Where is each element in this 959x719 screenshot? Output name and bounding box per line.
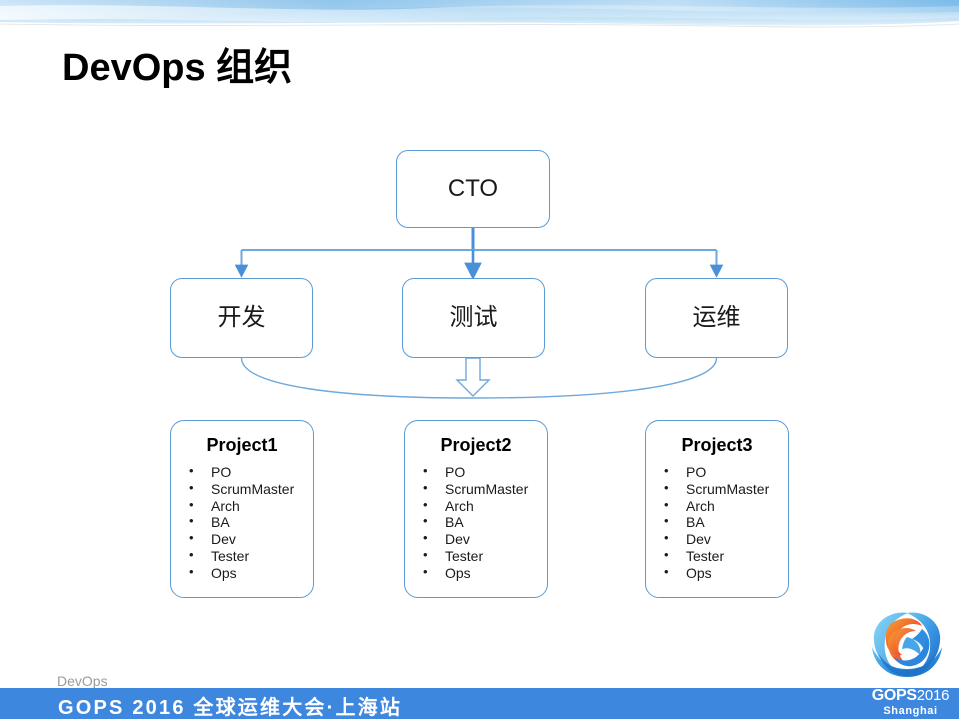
org-node-cto-label: CTO: [447, 175, 499, 202]
gops-logo-city: Shanghai: [883, 704, 938, 717]
project-role-list: PO ScrumMaster Arch BA Dev Tester Ops: [171, 463, 313, 582]
project-card-title: Project1: [206, 435, 278, 455]
project-role-item: Ops: [662, 564, 788, 582]
org-node-operations[interactable]: 运维: [645, 278, 788, 358]
footer-bar: [0, 688, 959, 719]
project-role-item: Ops: [421, 564, 547, 582]
org-node-development[interactable]: 开发: [170, 278, 313, 358]
project-role-item: PO: [421, 463, 547, 481]
project-role-list: PO ScrumMaster Arch BA Dev Tester Ops: [405, 463, 547, 582]
project-role-item: ScrumMaster: [187, 480, 313, 498]
header-wave-banner: [0, 0, 959, 32]
project-card[interactable]: Project3 PO ScrumMaster Arch BA Dev Test…: [645, 420, 789, 598]
project-role-item: BA: [187, 513, 313, 531]
project-role-item: ScrumMaster: [662, 480, 788, 498]
project-role-item: PO: [662, 463, 788, 481]
project-role-item: BA: [421, 513, 547, 531]
project-card[interactable]: Project1 PO ScrumMaster Arch BA Dev Test…: [170, 420, 314, 598]
project-role-item: Dev: [187, 530, 313, 548]
gops-logo-text: GOPS2016 Shanghai: [862, 687, 959, 717]
project-role-item: ScrumMaster: [421, 480, 547, 498]
gops-logo-brand: GOPS: [871, 687, 917, 704]
project-role-item: Arch: [421, 497, 547, 515]
page-title: DevOps 组织: [62, 47, 293, 89]
org-node-testing[interactable]: 测试: [402, 278, 545, 358]
project-card-title: Project3: [681, 435, 753, 455]
project-role-item: BA: [662, 513, 788, 531]
project-role-list: PO ScrumMaster Arch BA Dev Tester Ops: [646, 463, 788, 582]
project-role-item: Arch: [187, 497, 313, 515]
project-role-item: Dev: [421, 530, 547, 548]
footer-watermark: DevOps: [57, 673, 108, 689]
project-card[interactable]: Project2 PO ScrumMaster Arch BA Dev Test…: [404, 420, 548, 598]
project-role-item: Tester: [662, 547, 788, 565]
project-role-item: Tester: [421, 547, 547, 565]
project-role-item: PO: [187, 463, 313, 481]
org-node-testing-label: 测试: [449, 304, 498, 331]
gops-logo-year: 2016: [916, 687, 950, 704]
org-node-cto[interactable]: CTO: [396, 150, 550, 228]
project-role-item: Tester: [187, 547, 313, 565]
project-role-item: Ops: [187, 564, 313, 582]
gops-logo-icon: [862, 607, 952, 683]
footer-bar-text: GOPS 2016 全球运维大会·上海站: [58, 697, 403, 719]
project-role-item: Dev: [662, 530, 788, 548]
project-card-title: Project2: [440, 435, 512, 455]
project-role-item: Arch: [662, 497, 788, 515]
org-node-development-label: 开发: [217, 304, 266, 331]
org-node-operations-label: 运维: [692, 304, 741, 331]
